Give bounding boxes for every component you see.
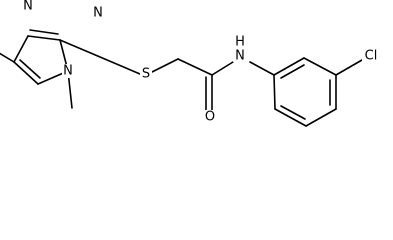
atom-n2: N bbox=[93, 6, 103, 21]
ring-bond-6 bbox=[273, 74, 276, 110]
atom-nh-n: N bbox=[235, 49, 245, 64]
bond-n2-c3-double bbox=[19, 59, 41, 79]
bond-c5-s bbox=[59, 39, 141, 75]
benzene-ring bbox=[273, 57, 337, 127]
atom-s: S bbox=[142, 67, 150, 82]
ring-bond-4 bbox=[305, 108, 337, 127]
atom-nh-h: H bbox=[235, 35, 245, 50]
molecule-drawing: N N N S O N H Cl bbox=[0, 0, 380, 127]
bond-aryl-cl bbox=[335, 59, 363, 76]
bond-s-ch2 bbox=[151, 58, 179, 73]
bond-methyl-c3 bbox=[0, 52, 15, 63]
atom-o: O bbox=[205, 110, 215, 125]
ring-bond-5 bbox=[274, 108, 307, 127]
bond-n2-c3 bbox=[13, 61, 39, 85]
atom-n1: N bbox=[23, 0, 33, 14]
bond-nh-aryl bbox=[249, 61, 275, 76]
atom-cl: Cl bbox=[365, 49, 378, 64]
atom-labels: N N N S O N H Cl bbox=[22, 0, 380, 125]
atom-n4: N bbox=[63, 64, 73, 79]
ring-bond-1 bbox=[273, 57, 305, 76]
bond-ch2-co bbox=[177, 58, 213, 76]
ring-double-3 bbox=[280, 105, 306, 120]
bond-c5-n1-double bbox=[29, 29, 59, 35]
bond-co-nh bbox=[211, 61, 234, 76]
bond-c5-n1 bbox=[27, 35, 61, 41]
structure-canvas: N N N S O N H Cl bbox=[0, 0, 380, 127]
triazole-ring bbox=[13, 29, 69, 85]
ring-double-1 bbox=[280, 64, 305, 79]
bond-n1-n2 bbox=[13, 35, 29, 63]
ring-bond-2 bbox=[303, 57, 337, 76]
